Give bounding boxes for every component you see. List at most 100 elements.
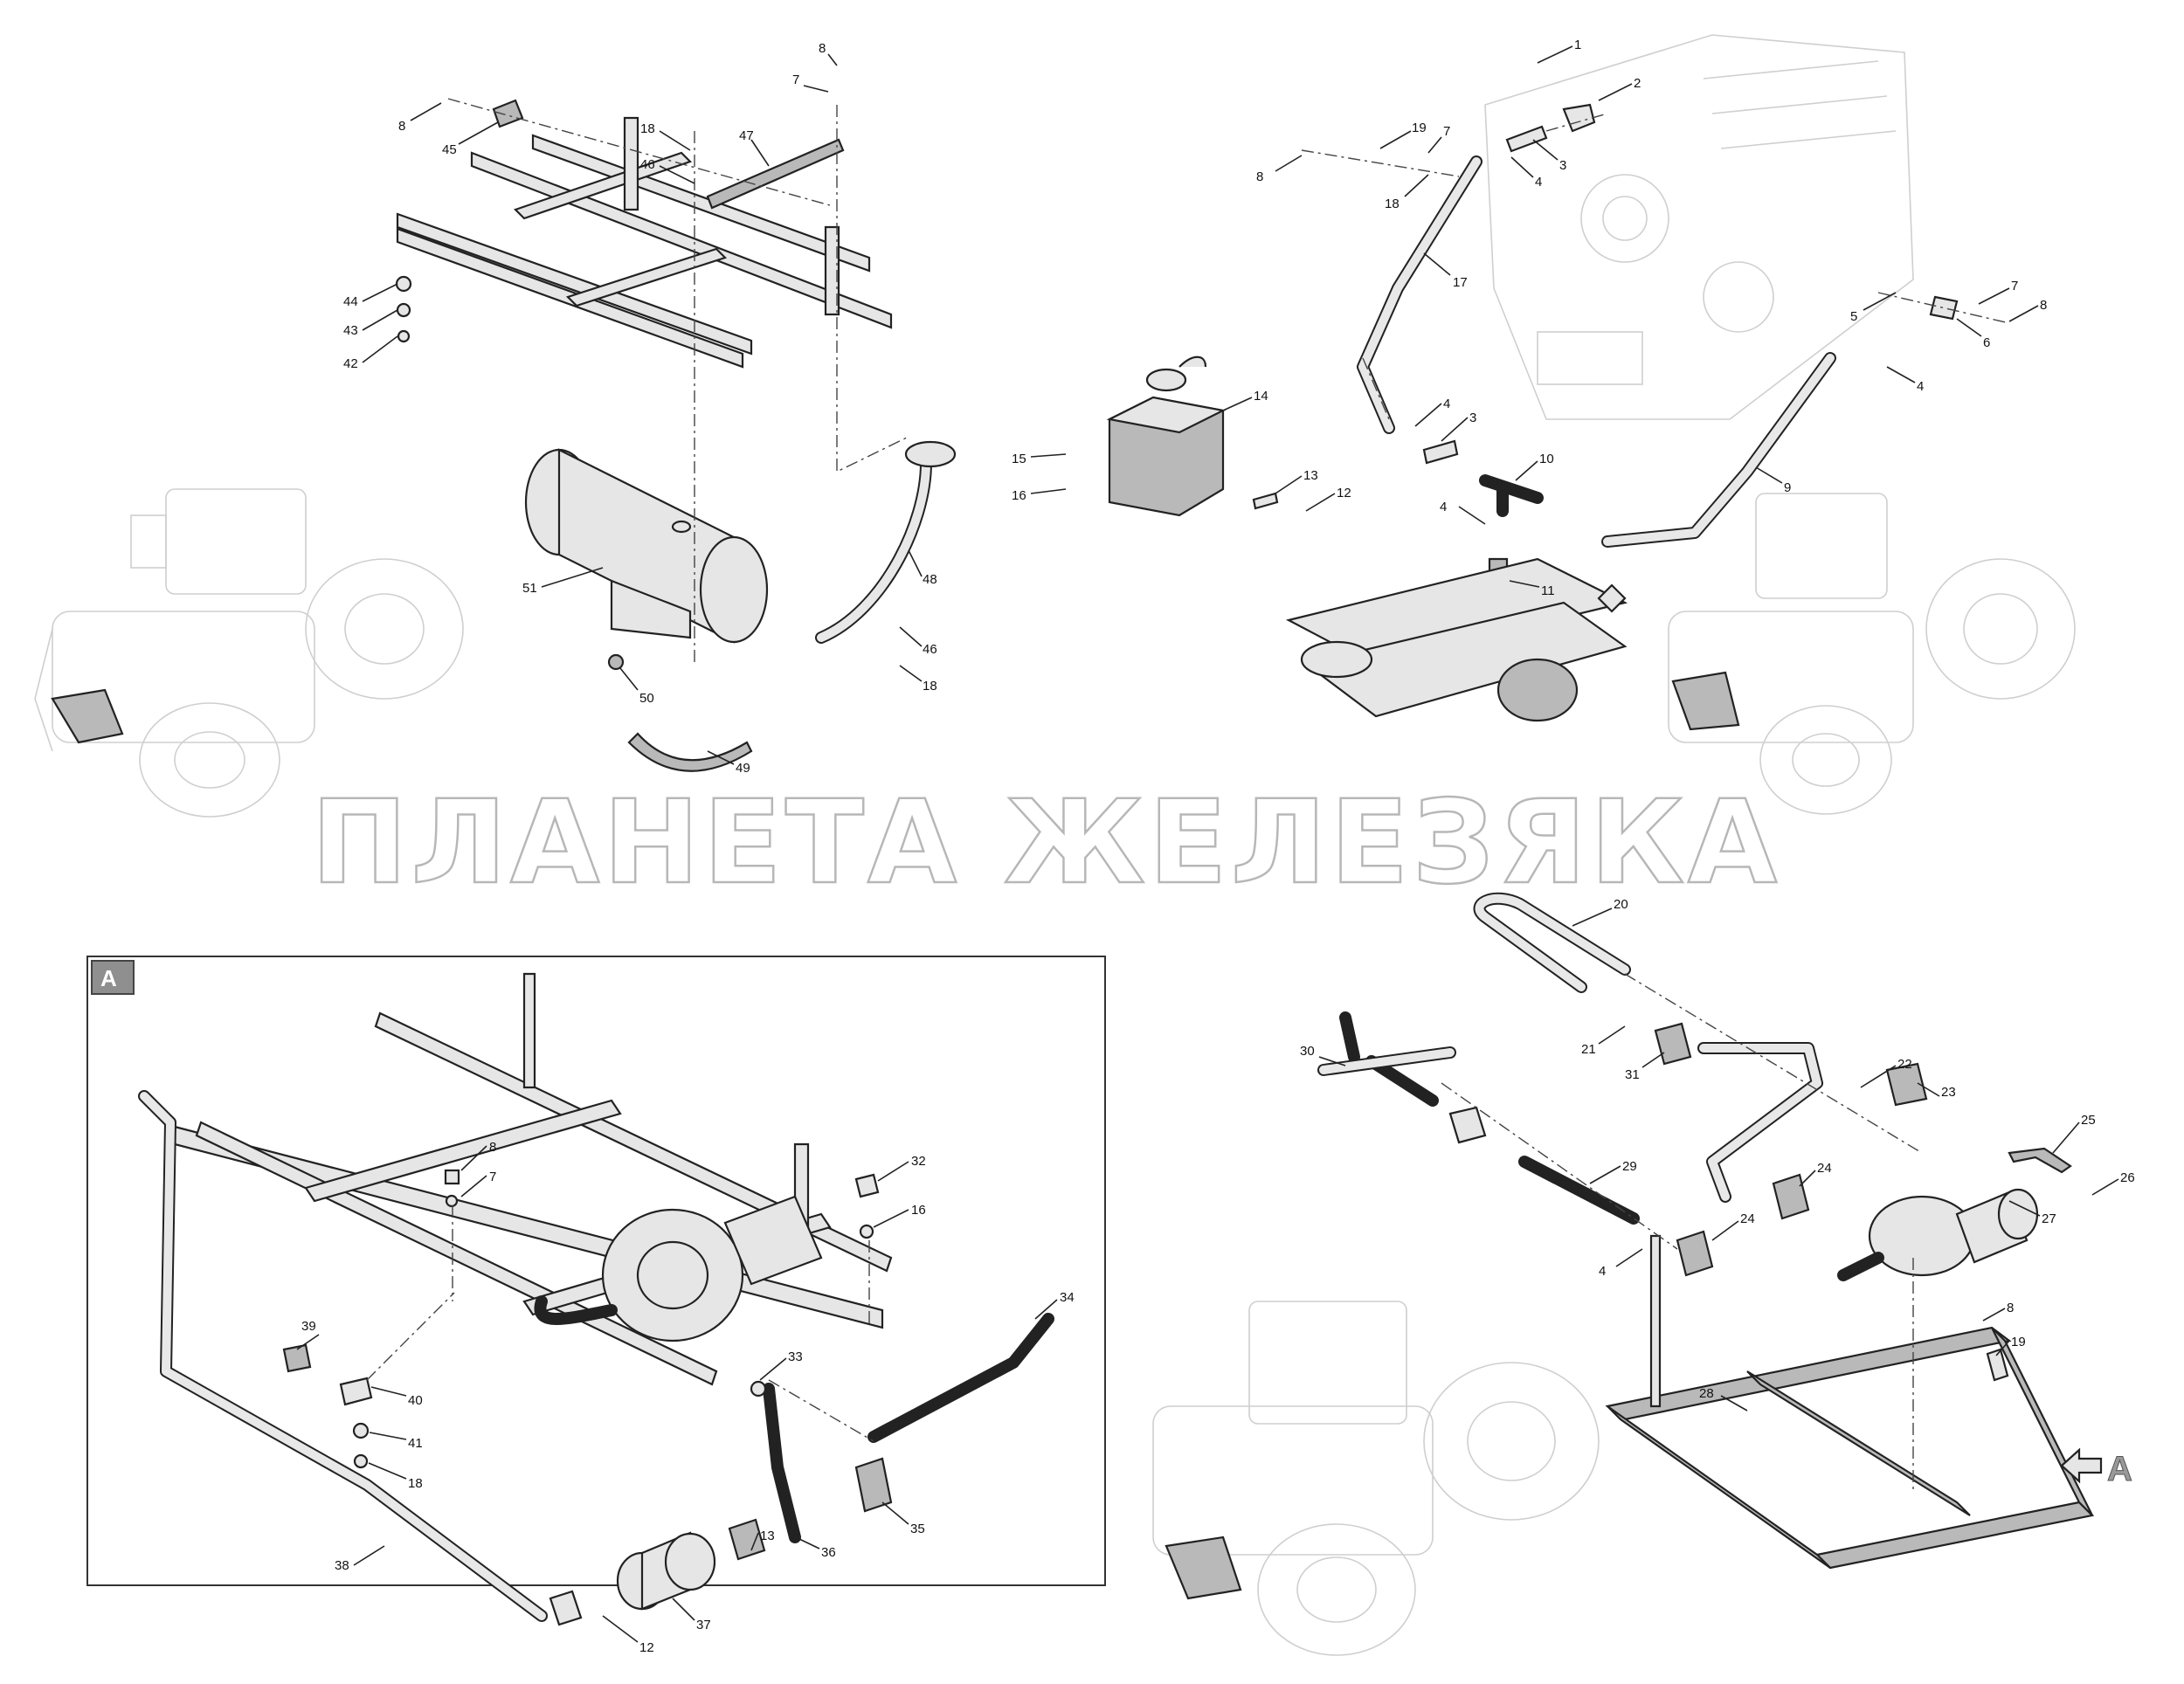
callout-4-tr-d: 4 bbox=[1440, 500, 1447, 514]
tube-29 bbox=[1518, 1156, 1640, 1225]
callout-13: 13 bbox=[1303, 468, 1318, 483]
axis-lines-inset bbox=[366, 1205, 874, 1442]
washer-7 bbox=[445, 1194, 459, 1208]
callout-48: 48 bbox=[923, 572, 937, 587]
clip-19 bbox=[1986, 1348, 2009, 1382]
callout-34: 34 bbox=[1060, 1290, 1075, 1305]
callout-15: 15 bbox=[1012, 452, 1026, 466]
tractor-outline-left bbox=[34, 488, 464, 818]
callout-4-tr-a: 4 bbox=[1535, 175, 1542, 190]
sleeve-12 bbox=[549, 1590, 583, 1626]
callout-40: 40 bbox=[408, 1393, 423, 1408]
callout-10: 10 bbox=[1539, 452, 1554, 466]
tube-13 bbox=[1252, 492, 1279, 510]
inset-heater bbox=[534, 1195, 823, 1342]
fuel-line-38 bbox=[138, 1090, 548, 1622]
coupling-13 bbox=[728, 1518, 766, 1561]
sleeve-23 bbox=[1885, 1062, 1928, 1107]
callout-14: 14 bbox=[1254, 389, 1268, 404]
callout-43: 43 bbox=[343, 323, 358, 338]
callout-36: 36 bbox=[821, 1545, 836, 1560]
callout-6: 6 bbox=[1983, 335, 1990, 350]
fuel-line-36 bbox=[763, 1383, 801, 1543]
callout-27: 27 bbox=[2042, 1211, 2056, 1226]
callout-4-tr-c: 4 bbox=[1443, 397, 1450, 411]
callout-8-tl-a: 8 bbox=[819, 41, 826, 56]
muffler-51 bbox=[524, 448, 769, 644]
callout-51: 51 bbox=[522, 581, 537, 596]
callout-8-tr-a: 8 bbox=[1256, 169, 1263, 184]
callout-19-tr: 19 bbox=[1412, 121, 1427, 135]
bracket-40 bbox=[339, 1377, 373, 1406]
fuel-pump-35 bbox=[854, 1457, 893, 1513]
fitting-33 bbox=[750, 1380, 767, 1398]
sleeve-31 bbox=[1654, 1022, 1692, 1066]
callout-29: 29 bbox=[1622, 1159, 1637, 1174]
callout-2: 2 bbox=[1634, 76, 1641, 91]
callout-5: 5 bbox=[1850, 309, 1857, 324]
callout-31: 31 bbox=[1625, 1067, 1640, 1082]
callout-33: 33 bbox=[788, 1349, 803, 1364]
bushing-39 bbox=[282, 1343, 312, 1373]
callout-16: 16 bbox=[1012, 488, 1026, 503]
axis-lines-bottom-right bbox=[1441, 973, 1923, 1494]
callout-3-tr-a: 3 bbox=[1559, 158, 1566, 173]
callout-4-tr-b: 4 bbox=[1917, 379, 1924, 394]
callout-38: 38 bbox=[335, 1558, 349, 1573]
callouts-top-right: 1 2 8 19 7 3 4 18 17 5 7 8 6 4 14 15 16 … bbox=[1012, 38, 2047, 598]
inset-badge bbox=[91, 960, 135, 995]
sleeve-24-lower bbox=[1676, 1230, 1714, 1277]
sleeve-29-short bbox=[1448, 1106, 1487, 1144]
callout-8-br: 8 bbox=[2007, 1301, 2014, 1315]
heater-frame-assembly bbox=[1285, 557, 1628, 722]
callout-45: 45 bbox=[442, 142, 457, 157]
tractor-left-highlight bbox=[51, 688, 124, 744]
washer-44 bbox=[395, 275, 412, 293]
callout-18-inset: 18 bbox=[408, 1476, 423, 1491]
callout-9: 9 bbox=[1784, 480, 1791, 495]
nut-18 bbox=[353, 1453, 369, 1469]
callout-44: 44 bbox=[343, 294, 358, 309]
callout-3-tr-b: 3 bbox=[1469, 411, 1476, 425]
callout-7-tr-b: 7 bbox=[2011, 279, 2018, 293]
expansion-tank-14 bbox=[1106, 355, 1227, 517]
callout-22: 22 bbox=[1897, 1057, 1912, 1072]
fuel-line-34 bbox=[867, 1313, 1054, 1443]
hose-9 bbox=[1601, 352, 1836, 548]
axis-lines-top-right bbox=[1301, 113, 2010, 420]
pipe-20 bbox=[1473, 892, 1631, 993]
elbow-2 bbox=[1562, 103, 1596, 133]
callout-20: 20 bbox=[1614, 897, 1628, 912]
callout-28: 28 bbox=[1699, 1386, 1714, 1401]
callout-7-tl: 7 bbox=[792, 72, 799, 87]
callout-23: 23 bbox=[1941, 1085, 1956, 1100]
callouts-inset: 8 7 32 16 34 39 33 40 41 18 35 13 36 38 … bbox=[296, 1140, 1075, 1655]
callout-4-br: 4 bbox=[1599, 1264, 1606, 1279]
heater-27 bbox=[1837, 1188, 2039, 1281]
tractor-outline-bottom bbox=[1152, 1301, 1600, 1656]
pipe-3-mid bbox=[1422, 439, 1459, 465]
callout-12-inset: 12 bbox=[639, 1640, 654, 1655]
callout-18-tl: 18 bbox=[640, 121, 655, 136]
callout-26: 26 bbox=[2120, 1170, 2135, 1185]
callout-47: 47 bbox=[739, 128, 754, 143]
tee-pipe-30 bbox=[1317, 1011, 1456, 1107]
bolt-42 bbox=[397, 329, 411, 343]
callout-8-inset: 8 bbox=[489, 1140, 496, 1155]
callout-32: 32 bbox=[911, 1154, 926, 1169]
callout-24-a: 24 bbox=[1817, 1161, 1832, 1176]
callout-8-tl-b: 8 bbox=[398, 119, 405, 134]
tractor-outline-right bbox=[1668, 493, 2076, 815]
callout-42: 42 bbox=[343, 356, 358, 371]
callout-24-b: 24 bbox=[1740, 1211, 1755, 1226]
callout-41: 41 bbox=[408, 1436, 423, 1451]
callout-49: 49 bbox=[736, 761, 750, 776]
clamp-49 bbox=[627, 732, 753, 772]
inset-frame-structure bbox=[173, 972, 893, 1386]
callout-46-tl-b: 46 bbox=[923, 642, 937, 657]
frame-28 bbox=[1605, 1234, 2095, 1570]
sleeve-24-upper bbox=[1772, 1173, 1810, 1220]
view-arrow-label: А bbox=[2107, 1450, 2132, 1488]
fuel-filter-37 bbox=[616, 1531, 716, 1611]
